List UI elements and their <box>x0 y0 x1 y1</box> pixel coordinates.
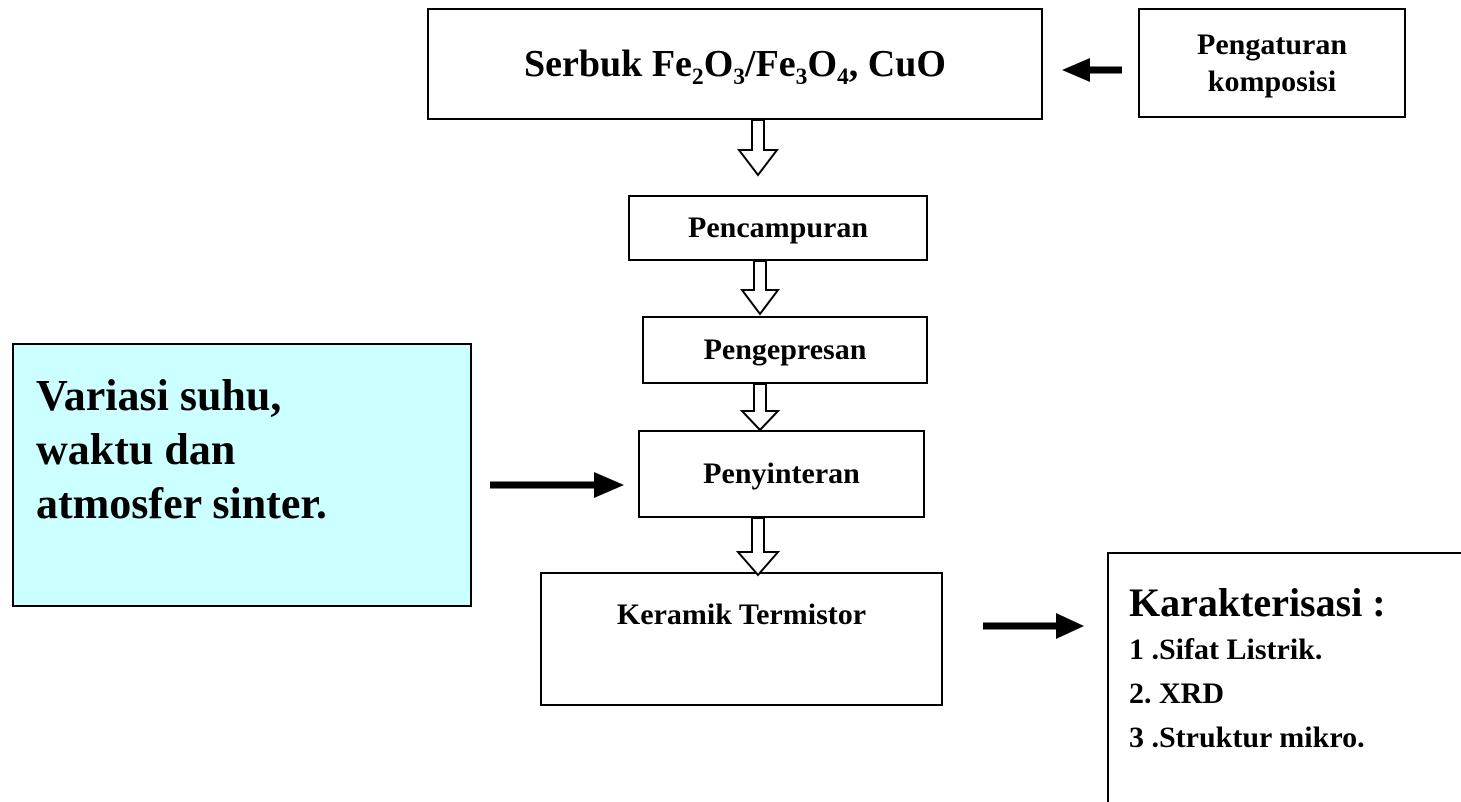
karakterisasi-title: Karakterisasi : <box>1129 580 1386 625</box>
variasi-line3: atmosfer sinter. <box>36 479 327 528</box>
karakterisasi-item-1: 1 .Sifat Listrik. <box>1129 633 1323 666</box>
arrow-pengaturan-to-serbuk <box>1062 58 1122 82</box>
box-penyinteran: Penyinteran <box>638 430 925 518</box>
keramik-label: Keramik Termistor <box>616 598 867 631</box>
variasi-line1: Variasi suhu, <box>36 371 282 420</box>
karakterisasi-item-2: 2. XRD <box>1129 677 1224 710</box>
box-pencampuran: Pencampuran <box>628 195 928 261</box>
pencampuran-label: Pencampuran <box>688 211 868 244</box>
hollow-arrow-penyinteran-to-keramik <box>735 517 781 577</box>
box-variasi-sinter: Variasi suhu, waktu dan atmosfer sinter. <box>12 343 472 607</box>
arrow-variasi-to-penyinteran <box>490 472 624 498</box>
box-keramik-termistor: Keramik Termistor <box>540 572 943 706</box>
pengaturan-line2: komposisi <box>1207 65 1337 98</box>
karakterisasi-item-3: 3 .Struktur mikro. <box>1129 721 1365 754</box>
hollow-arrow-pengepresan-to-penyinteran <box>739 383 781 432</box>
hollow-arrow-serbuk-to-pencampuran <box>736 119 780 177</box>
box-pengepresan: Pengepresan <box>642 316 928 384</box>
serbuk-label: Serbuk Fe2O3/Fe3O4, CuO <box>524 43 946 91</box>
box-pengaturan-komposisi: Pengaturan komposisi <box>1138 8 1406 118</box>
box-serbuk-material: Serbuk Fe2O3/Fe3O4, CuO <box>427 8 1043 120</box>
pengaturan-line1: Pengaturan <box>1197 28 1347 61</box>
variasi-line2: waktu dan <box>36 425 236 474</box>
box-karakterisasi: Karakterisasi : 1 .Sifat Listrik. 2. XRD… <box>1107 552 1461 802</box>
hollow-arrow-pencampuran-to-pengepresan <box>740 260 780 316</box>
pengepresan-label: Pengepresan <box>703 333 867 366</box>
penyinteran-label: Penyinteran <box>703 457 860 490</box>
arrow-keramik-to-karakterisasi <box>983 613 1084 639</box>
